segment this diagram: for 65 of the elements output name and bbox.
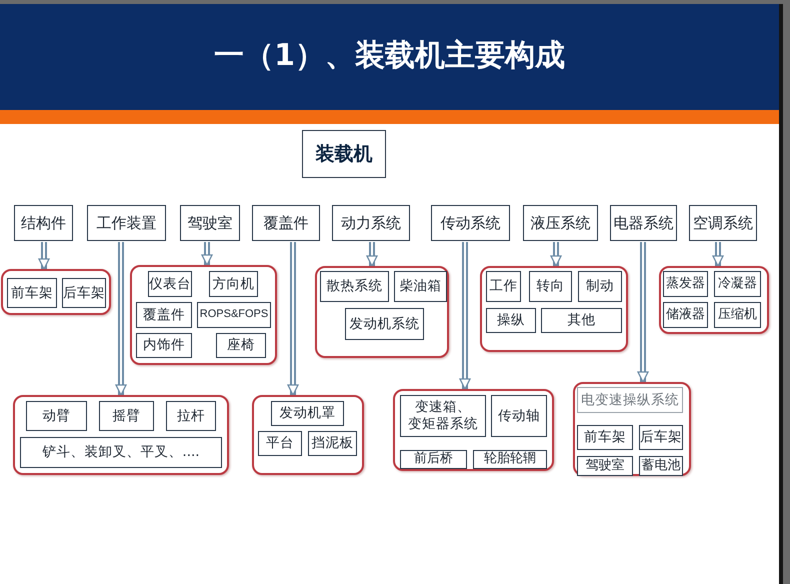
part-box: 动臂 bbox=[26, 401, 87, 431]
category-box: 液压系统 bbox=[523, 205, 598, 241]
category-box: 动力系统 bbox=[332, 205, 410, 241]
arrow bbox=[366, 242, 378, 267]
part-box: 转向 bbox=[529, 271, 572, 302]
category-box: 驾驶室 bbox=[180, 205, 240, 241]
category-box: 结构件 bbox=[14, 205, 73, 241]
part-box: 方向机 bbox=[209, 271, 258, 297]
part-box: 前车架 bbox=[577, 425, 633, 450]
arrow bbox=[459, 242, 471, 390]
group-frame bbox=[393, 389, 554, 471]
arrow bbox=[712, 242, 724, 267]
part-box: 工作 bbox=[486, 271, 521, 302]
arrow bbox=[637, 242, 649, 383]
part-box: 压缩机 bbox=[714, 302, 761, 328]
group-frame bbox=[130, 265, 277, 365]
part-box: 变速箱、变矩器系统 bbox=[400, 395, 486, 437]
part-box: 铲斗、装卸叉、平叉、.... bbox=[20, 437, 222, 468]
part-box: 轮胎轮辋 bbox=[473, 450, 547, 469]
part-box: 拉杆 bbox=[166, 401, 216, 431]
part-box: 后车架 bbox=[62, 278, 106, 308]
group-frame bbox=[315, 266, 449, 358]
category-box: 传动系统 bbox=[431, 205, 510, 241]
part-box: 覆盖件 bbox=[136, 302, 192, 328]
category-box: 覆盖件 bbox=[252, 205, 320, 241]
part-box: 操纵 bbox=[486, 308, 536, 333]
group-frame bbox=[1, 269, 111, 315]
arrow bbox=[287, 242, 299, 396]
category-box: 工作装置 bbox=[87, 205, 166, 241]
arrow bbox=[38, 242, 50, 270]
part-box: 挡泥板 bbox=[308, 431, 357, 456]
group-frame bbox=[573, 382, 691, 476]
part-box: 平台 bbox=[258, 431, 302, 456]
category-box: 空调系统 bbox=[689, 205, 757, 241]
part-box: 驾驶室 bbox=[577, 456, 633, 476]
part-box: 后车架 bbox=[639, 425, 683, 450]
part-box: ROPS&FOPS bbox=[197, 302, 271, 328]
part-box: 内饰件 bbox=[136, 333, 192, 358]
group-frame bbox=[252, 395, 364, 475]
part-box: 其他 bbox=[541, 308, 622, 333]
part-box: 电变速操纵系统 bbox=[577, 387, 683, 413]
part-box: 蒸发器 bbox=[663, 271, 708, 297]
group-frame bbox=[659, 266, 769, 334]
part-box: 制动 bbox=[578, 271, 622, 302]
category-box: 电器系统 bbox=[610, 205, 677, 241]
part-box: 散热系统 bbox=[320, 271, 389, 302]
arrow bbox=[115, 242, 127, 396]
part-box: 发动机系统 bbox=[345, 308, 424, 340]
part-box: 传动轴 bbox=[491, 395, 547, 437]
part-box: 蓄电池 bbox=[639, 456, 683, 476]
part-box: 座椅 bbox=[216, 333, 266, 358]
root-box: 装载机 bbox=[302, 130, 386, 178]
part-box: 前车架 bbox=[7, 278, 57, 308]
group-frame bbox=[480, 266, 628, 352]
arrow bbox=[550, 242, 562, 267]
slide-title: 一（1）、装载机主要构成 bbox=[213, 37, 566, 75]
part-box: 前后桥 bbox=[400, 450, 467, 469]
group-frame bbox=[13, 395, 229, 475]
part-box: 发动机罩 bbox=[271, 401, 344, 426]
part-box: 仪表台 bbox=[148, 271, 192, 297]
part-box: 冷凝器 bbox=[714, 271, 761, 297]
part-box: 摇臂 bbox=[99, 401, 154, 431]
part-box: 储液器 bbox=[663, 302, 708, 328]
arrow bbox=[201, 242, 213, 266]
part-box: 柴油箱 bbox=[394, 271, 447, 302]
